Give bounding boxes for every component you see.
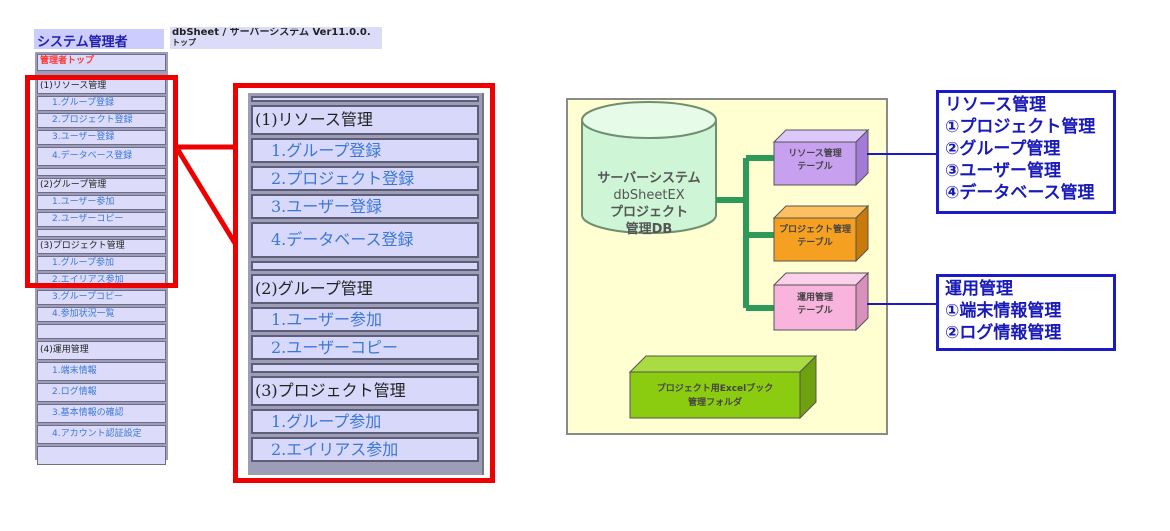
zoomed-section-project: (3)プロジェクト管理	[251, 376, 479, 406]
resource-info-box: リソース管理 ①プロジェクト管理 ②グループ管理 ③ユーザー管理 ④データベース…	[936, 90, 1116, 214]
zoomed-item-database-register[interactable]: 4.データベース登録	[251, 222, 479, 258]
sidebar-spacer	[37, 229, 166, 237]
excel-folder-label-line2: 管理フォルダ	[687, 398, 742, 408]
zoomed-item-group-join[interactable]: 1.グループ参加	[251, 409, 479, 434]
zoomed-nav: (1)リソース管理 1.グループ登録 2.プロジェクト登録 3.ユーザー登録 4…	[248, 93, 484, 475]
zoomed-item-user-join[interactable]: 1.ユーザー参加	[251, 307, 479, 332]
zoomed-nav-frame: (1)リソース管理 1.グループ登録 2.プロジェクト登録 3.ユーザー登録 4…	[233, 83, 495, 483]
resource-info-item: ②グループ管理	[945, 139, 1061, 159]
resource-table-box	[772, 128, 870, 187]
operation-info-item: ①端末情報管理	[945, 301, 1062, 321]
sidebar-section-operation: (4)運用管理	[37, 341, 166, 360]
sidebar-item-log-info[interactable]: 2.ログ情報	[37, 383, 166, 402]
app-title: システム管理者	[34, 29, 164, 50]
sidebar-item-basic-info-check[interactable]: 3.基本情報の確認	[37, 404, 166, 423]
zoomed-section-group: (2)グループ管理	[251, 274, 479, 304]
sidebar-item-project-register[interactable]: 2.プロジェクト登録	[37, 113, 166, 128]
resource-table-label-line2: テーブル	[797, 162, 833, 172]
zoomed-section-resource: (1)リソース管理	[251, 105, 479, 135]
project-table-label: プロジェクト管理 テーブル	[772, 224, 858, 250]
excel-folder-label: プロジェクト用Excelブック 管理フォルダ	[630, 382, 800, 410]
excel-folder-box	[628, 354, 818, 420]
db-table-connector	[716, 155, 774, 311]
database-label: サーバーシステム dbSheetEX プロジェクト 管理DB	[582, 170, 716, 238]
resource-info-item: ③ユーザー管理	[945, 161, 1062, 181]
zoomed-item-alias-join[interactable]: 2.エイリアス参加	[251, 437, 479, 462]
database-label-line2: dbSheetEX	[613, 188, 685, 203]
sidebar-nav: 管理者トップ (1)リソース管理 1.グループ登録 2.プロジェクト登録 3.ユ…	[35, 52, 168, 465]
system-diagram: サーバーシステム dbSheetEX プロジェクト 管理DB リソース管理 テー…	[566, 98, 888, 435]
zoomed-spacer	[251, 96, 479, 102]
database-label-line1: サーバーシステム	[597, 171, 701, 186]
database-label-line4: 管理DB	[625, 222, 673, 237]
excel-folder-label-line1: プロジェクト用Excelブック	[656, 384, 774, 394]
breadcrumb-path: dbSheet / サーバーシステム Ver11.0.0.	[172, 28, 371, 38]
sidebar-section-group: (2)グループ管理	[37, 178, 166, 193]
sidebar-item-user-register[interactable]: 3.ユーザー登録	[37, 130, 166, 145]
zoomed-spacer	[251, 261, 479, 271]
resource-info-title: リソース管理	[945, 95, 1047, 115]
breadcrumb-current: トップ	[172, 38, 196, 47]
sidebar-item-user-join[interactable]: 1.ユーザー参加	[37, 195, 166, 210]
sidebar-admin-top-link[interactable]: 管理者トップ	[37, 54, 166, 71]
sidebar-section-project: (3)プロジェクト管理	[37, 239, 166, 254]
project-table-box	[772, 204, 870, 263]
operation-info-item: ②ログ情報管理	[945, 323, 1062, 343]
database-cylinder-icon	[581, 101, 717, 234]
breadcrumb: dbSheet / サーバーシステム Ver11.0.0. トップ	[170, 27, 382, 49]
operation-table-label: 運用管理 テーブル	[774, 292, 856, 318]
zoomed-item-user-copy[interactable]: 2.ユーザーコピー	[251, 335, 479, 360]
resource-info-item: ④データベース管理	[945, 183, 1095, 203]
sidebar-item-database-register[interactable]: 4.データベース登録	[37, 147, 166, 166]
sidebar-item-group-join[interactable]: 1.グループ参加	[37, 256, 166, 271]
sidebar-spacer	[37, 446, 166, 465]
sidebar-spacer	[37, 324, 166, 339]
resource-table-label-line1: リソース管理	[788, 149, 842, 159]
operation-info-box: 運用管理 ①端末情報管理 ②ログ情報管理	[936, 274, 1116, 351]
sidebar-item-group-register[interactable]: 1.グループ登録	[37, 96, 166, 111]
sidebar-item-user-copy[interactable]: 2.ユーザーコピー	[37, 212, 166, 227]
operation-table-label-line2: テーブル	[797, 306, 833, 316]
sidebar-item-group-copy[interactable]: 3.グループコピー	[37, 290, 166, 305]
resource-table-label: リソース管理 テーブル	[774, 148, 856, 174]
sidebar-spacer	[37, 168, 166, 176]
operation-info-title: 運用管理	[945, 279, 1013, 299]
operation-table-box	[772, 271, 870, 332]
operation-table-label-line1: 運用管理	[796, 293, 833, 303]
sidebar-item-terminal-info[interactable]: 1.端末情報	[37, 362, 166, 381]
sidebar-item-participation-list[interactable]: 4.参加状況一覧	[37, 307, 166, 322]
project-table-label-line1: プロジェクト管理	[778, 225, 851, 235]
project-table-label-line2: テーブル	[797, 238, 833, 248]
sidebar-item-account-auth-settings[interactable]: 4.アカウント認証設定	[37, 425, 166, 444]
highlight-frame	[25, 75, 178, 288]
zoomed-item-group-register[interactable]: 1.グループ登録	[251, 138, 479, 163]
diagram-graphics	[581, 101, 870, 420]
zoomed-item-project-register[interactable]: 2.プロジェクト登録	[251, 166, 479, 191]
zoomed-spacer	[251, 363, 479, 373]
resource-info-item: ①プロジェクト管理	[945, 117, 1096, 137]
database-label-line3: プロジェクト	[609, 205, 688, 220]
zoomed-item-user-register[interactable]: 3.ユーザー登録	[251, 194, 479, 219]
